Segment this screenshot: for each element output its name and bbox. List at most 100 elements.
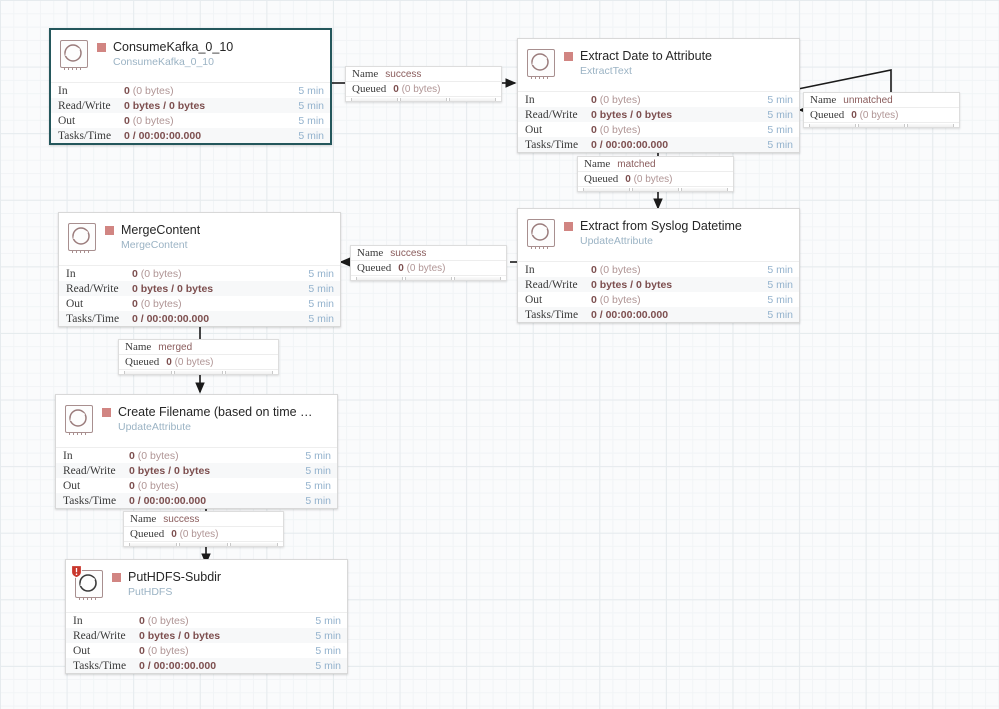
connection-name-row: Name matched [578,157,733,172]
connection-name-row: Name success [351,246,506,261]
processor-name: Extract from Syslog Datetime [580,219,742,233]
stat-time-readwrite: 5 min [767,278,793,291]
stat-row-in: In 0 (0 bytes) 5 min [66,613,347,628]
connection-backpressure-bars [578,186,733,191]
connection-relationship: success [390,247,427,259]
processor-icon [60,40,88,70]
stat-value-readwrite: 0 bytes / 0 bytes [132,282,214,295]
status-indicator-stopped [564,51,573,61]
stat-time-out: 5 min [767,293,793,306]
stat-time-in: 5 min [315,614,341,627]
stat-time-tasks: 5 min [298,129,324,142]
processor-header: Extract from Syslog Datetime UpdateAttri… [518,209,799,261]
processor-header: MergeContent MergeContent [59,213,340,265]
stat-label-out: Out [63,479,81,492]
status-indicator-stopped [112,572,121,582]
connection-relationship: success [163,513,200,525]
stat-label-readwrite: Read/Write [73,629,126,642]
stat-time-out: 5 min [767,123,793,136]
stat-row-out: Out 0 (0 bytes) 5 min [66,643,347,658]
connection-queued-value: 0 (0 bytes) [171,528,219,540]
connection-queued-value: 0 (0 bytes) [625,173,673,185]
stat-value-tasks: 0 / 00:00:00.000 [124,129,202,142]
stat-value-readwrite: 0 bytes / 0 bytes [129,464,211,477]
processor-name: ConsumeKafka_0_10 [113,40,234,54]
stat-row-out: Out 0 (0 bytes) 5 min [51,113,330,128]
stat-label-out: Out [73,644,91,657]
stat-time-readwrite: 5 min [308,282,334,295]
stat-value-in: 0 (0 bytes) [129,449,179,462]
processor-create-filename[interactable]: Create Filename (based on time … UpdateA… [55,394,338,509]
connection-name-label: Name [130,513,157,525]
stat-time-tasks: 5 min [767,138,793,151]
connection-label-success-filename[interactable]: Name success Queued 0 (0 bytes) [123,511,284,547]
processor-consumekafka[interactable]: ConsumeKafka_0_10 ConsumeKafka_0_10 In 0… [49,28,332,145]
processor-icon [527,219,555,249]
connection-label-matched[interactable]: Name matched Queued 0 (0 bytes) [577,156,734,192]
stat-value-out: 0 (0 bytes) [124,114,174,127]
connection-queued-label: Queued [810,109,845,121]
processor-icon [527,49,555,79]
processor-icon [65,405,93,435]
processor-header: ConsumeKafka_0_10 ConsumeKafka_0_10 [51,30,330,82]
connection-name-label: Name [810,94,837,106]
connection-backpressure-bars [351,275,506,280]
processor-puthdfs-subdir[interactable]: PutHDFS-Subdir PutHDFS In 0 (0 bytes) 5 … [65,559,348,674]
bulletin-indicator-icon[interactable] [71,565,82,578]
connection-queued-value: 0 (0 bytes) [393,83,441,95]
processor-type: MergeContent [121,239,188,251]
stat-value-tasks: 0 / 00:00:00.000 [591,138,669,151]
connection-queued-row: Queued 0 (0 bytes) [351,261,506,275]
stat-label-tasks: Tasks/Time [73,659,127,672]
stat-row-readwrite: Read/Write 0 bytes / 0 bytes 5 min [59,281,340,296]
stat-label-tasks: Tasks/Time [525,138,579,151]
connection-label-success-kafka[interactable]: Name success Queued 0 (0 bytes) [345,66,502,102]
status-indicator-stopped [564,221,573,231]
stat-row-tasks: Tasks/Time 0 / 00:00:00.000 5 min [66,658,347,673]
connection-name-label: Name [125,341,152,353]
stat-row-in: In 0 (0 bytes) 5 min [59,266,340,281]
stat-label-tasks: Tasks/Time [66,312,120,325]
connection-relationship: success [385,68,422,80]
stat-value-in: 0 (0 bytes) [132,267,182,280]
stat-value-tasks: 0 / 00:00:00.000 [139,659,217,672]
processor-mergecontent[interactable]: MergeContent MergeContent In 0 (0 bytes)… [58,212,341,327]
stat-time-in: 5 min [308,267,334,280]
stat-value-in: 0 (0 bytes) [591,93,641,106]
stat-row-out: Out 0 (0 bytes) 5 min [518,122,799,137]
connection-name-row: Name success [124,512,283,527]
processor-type: PutHDFS [128,586,173,598]
status-indicator-stopped [105,225,114,235]
connection-label-unmatched[interactable]: Name unmatched Queued 0 (0 bytes) [803,92,960,128]
stat-value-tasks: 0 / 00:00:00.000 [129,494,207,507]
connection-name-label: Name [357,247,384,259]
connection-queued-row: Queued 0 (0 bytes) [346,82,501,96]
stat-value-out: 0 (0 bytes) [591,123,641,136]
stat-row-readwrite: Read/Write 0 bytes / 0 bytes 5 min [51,98,330,113]
stat-row-readwrite: Read/Write 0 bytes / 0 bytes 5 min [56,463,337,478]
stat-label-in: In [525,93,535,106]
stat-value-tasks: 0 / 00:00:00.000 [132,312,210,325]
connection-backpressure-bars [804,122,959,127]
stat-label-out: Out [525,123,543,136]
processor-extract-from-syslog-datetime[interactable]: Extract from Syslog Datetime UpdateAttri… [517,208,800,323]
stat-time-readwrite: 5 min [305,464,331,477]
processor-type: UpdateAttribute [118,421,191,433]
processor-stats: In 0 (0 bytes) 5 min Read/Write 0 bytes … [59,265,340,326]
connection-label-success-syslog[interactable]: Name success Queued 0 (0 bytes) [350,245,507,281]
stat-time-tasks: 5 min [305,494,331,507]
processor-type: UpdateAttribute [580,235,653,247]
processor-icon [71,565,103,600]
stat-value-tasks: 0 / 00:00:00.000 [591,308,669,321]
stat-value-in: 0 (0 bytes) [591,263,641,276]
connection-label-merged[interactable]: Name merged Queued 0 (0 bytes) [118,339,279,375]
stat-time-out: 5 min [305,479,331,492]
processor-header: Extract Date to Attribute ExtractText [518,39,799,91]
stat-time-out: 5 min [315,644,341,657]
stat-label-tasks: Tasks/Time [63,494,117,507]
processor-extract-date-to-attribute[interactable]: Extract Date to Attribute ExtractText In… [517,38,800,153]
connection-relationship: merged [158,341,193,353]
status-indicator-stopped [102,407,111,417]
stat-value-in: 0 (0 bytes) [124,84,174,97]
stat-label-out: Out [66,297,84,310]
